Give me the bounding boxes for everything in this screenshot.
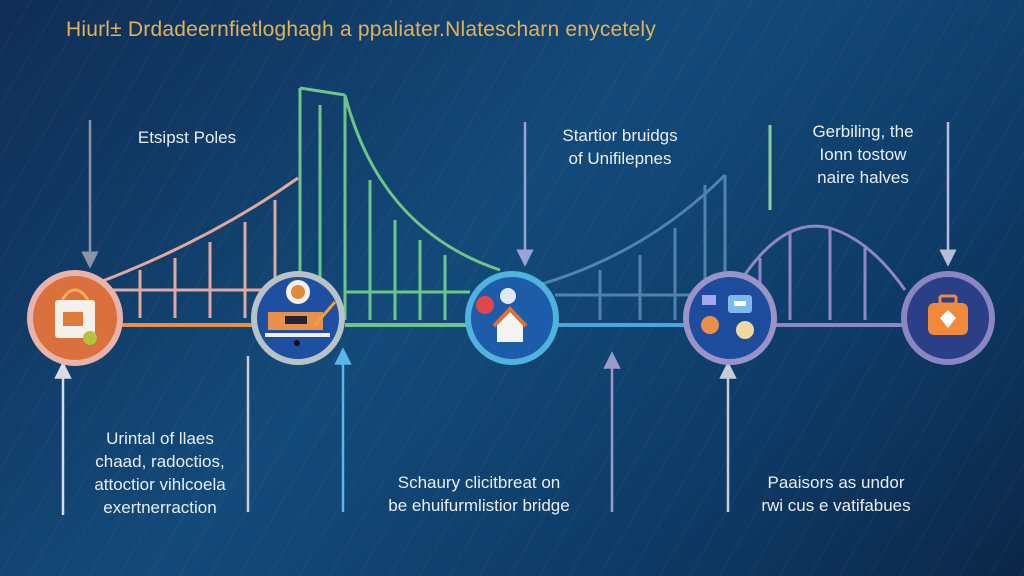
center-tower [298,86,501,320]
caption-line: Gerbiling, the [812,122,914,141]
house-cloud-icon [476,288,528,342]
caption-line: Startior bruidgs [562,126,678,145]
caption-bottom-1: Urintal of llaes chaad, radoctios, attoc… [94,427,225,519]
node-house[interactable] [465,271,559,365]
node-briefcase[interactable] [901,271,995,365]
caption-top-3: Gerbiling, the Ionn tostow naire halves [812,120,913,189]
page-title: Hiurl± Drdadeernfietloghagh a ppaliater.… [66,18,656,41]
caption-line: Urintal of llaes [106,429,214,448]
caption-line: naire halves [817,168,909,187]
caption-top-2: Startior bruidgs of Unifilepnes [562,124,677,170]
caption-line: chaad, radoctios, [95,452,225,471]
node-shopping[interactable] [27,270,123,366]
caption-line: Schaury clicitbreat on [397,473,561,492]
shopping-bag-icon [55,288,97,345]
caption-line: be ehuifurmlistior bridge [388,496,570,515]
apps-icon [701,295,754,339]
caption-top-1: Etsipst Poles [138,126,236,149]
caption-line: Ionn tostow [819,145,907,164]
caption-line: Paaisors as undor [767,473,905,492]
briefcase-icon [928,294,968,335]
caption-line: rwi cus e vatifabues [761,496,911,515]
node-monitor[interactable] [251,271,345,365]
caption-bottom-2: Schaury clicitbreat on be ehuifurmlistio… [388,471,569,517]
caption-line: attoctior vihlcoela [94,475,226,494]
monitor-icon [265,280,337,346]
caption-line: Etsipst Poles [137,128,237,147]
node-apps[interactable] [683,271,777,365]
caption-line: exertnerraction [103,498,217,517]
caption-bottom-3: Paaisors as undor rwi cus e vatifabues [761,471,910,517]
caption-line: of Unifilepnes [568,149,672,168]
